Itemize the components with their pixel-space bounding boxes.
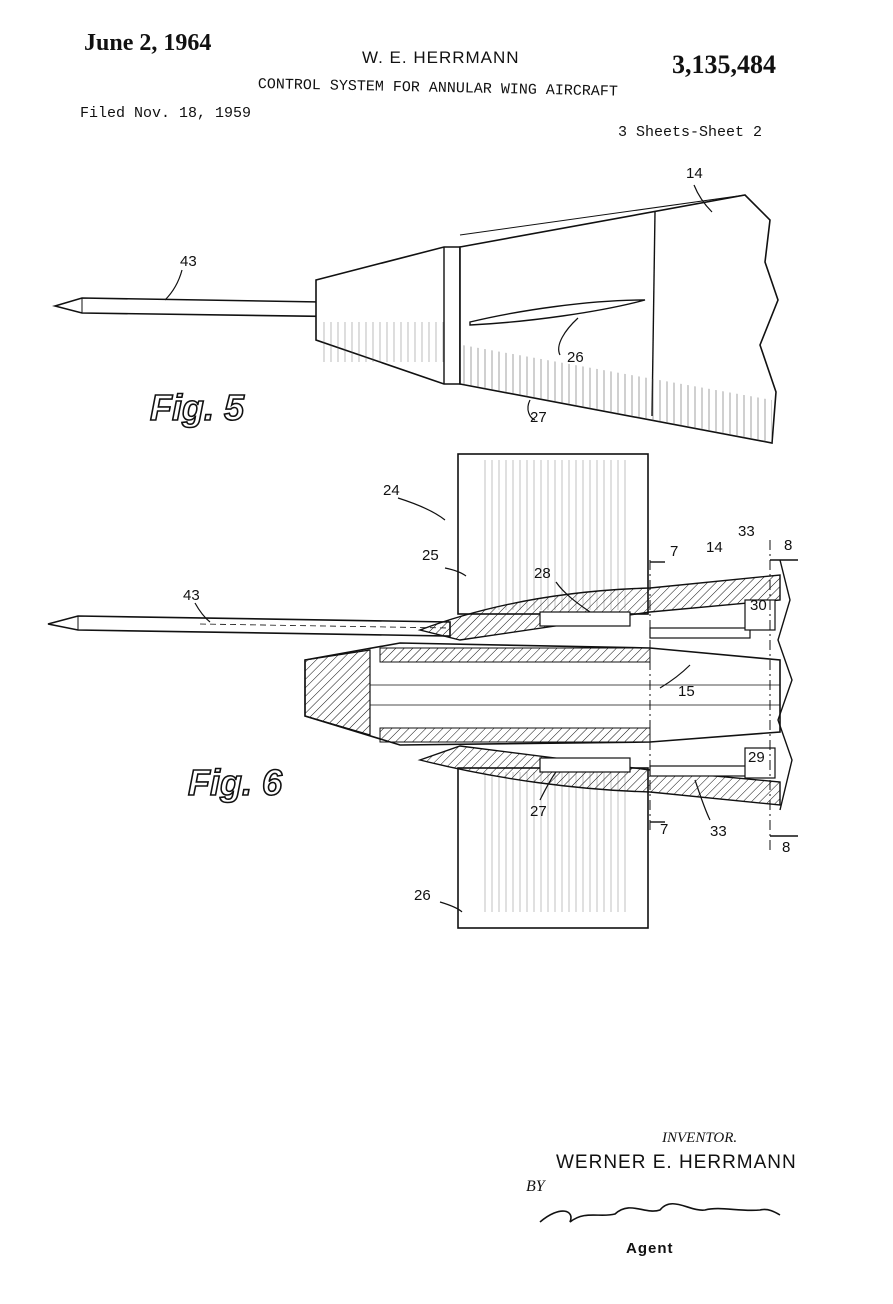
inventor-name: WERNER E. HERRMANN	[556, 1152, 797, 1173]
fig5-nose-cone	[315, 246, 461, 385]
fig6-ref-33-top: 33	[738, 523, 755, 540]
fig6-ref-30: 30	[750, 597, 767, 614]
fig6-ref-14: 14	[706, 539, 723, 556]
filed-date: Filed Nov. 18, 1959	[80, 105, 252, 122]
fig6-ref-15: 15	[678, 683, 695, 700]
fig6-ref-29: 29	[748, 749, 765, 766]
fig6-ref-8-bottom: 8	[782, 839, 790, 856]
fig6-cowl-upper	[417, 574, 781, 641]
fig6-ref-8-top: 8	[784, 537, 792, 554]
fig6-ref-25: 25	[422, 547, 439, 564]
fig6-probe	[47, 615, 451, 637]
patent-date: June 2, 1964	[84, 30, 212, 56]
fig6-ref-43: 43	[183, 587, 200, 604]
fig6-drawing: 24 25 43 28 7 14 33 8 30 15 29 27 7 33 8…	[47, 453, 798, 929]
fig6-label: Fig. 6	[188, 762, 283, 803]
fig5-ref-43: 43	[180, 253, 197, 270]
fig5-ref-27: 27	[530, 409, 547, 426]
fig6-ref-24: 24	[383, 482, 400, 499]
fig5-ref-14: 14	[686, 165, 703, 182]
fig5-ref-26: 26	[567, 349, 584, 366]
agent-signature	[539, 1203, 781, 1223]
fig6-ref-33-bottom: 33	[710, 823, 727, 840]
fig5-slot-26	[469, 299, 646, 326]
inventor-label: INVENTOR.	[662, 1130, 738, 1146]
fig6-ref-28: 28	[534, 565, 551, 582]
agent-label: Agent	[626, 1240, 674, 1257]
sheet-count: 3 Sheets-Sheet 2	[618, 124, 763, 141]
fig6-ref-7-top: 7	[670, 543, 678, 560]
by-label: BY	[526, 1178, 545, 1195]
fig6-actuator-lower	[539, 757, 631, 773]
fig6-cowl-lower	[417, 745, 781, 806]
fig5-label: Fig. 5	[150, 387, 245, 428]
patent-number: 3,135,484	[672, 50, 776, 79]
fig6-ref-7-bottom: 7	[660, 821, 668, 838]
inventor-header: W. E. HERRMANN	[362, 48, 520, 67]
fig6-ref-27: 27	[530, 803, 547, 820]
fig6-ref-26: 26	[414, 887, 431, 904]
fig6-actuator-upper	[539, 611, 631, 627]
fig5-drawing: 43 14 26 27 Fig. 5	[52, 165, 779, 444]
